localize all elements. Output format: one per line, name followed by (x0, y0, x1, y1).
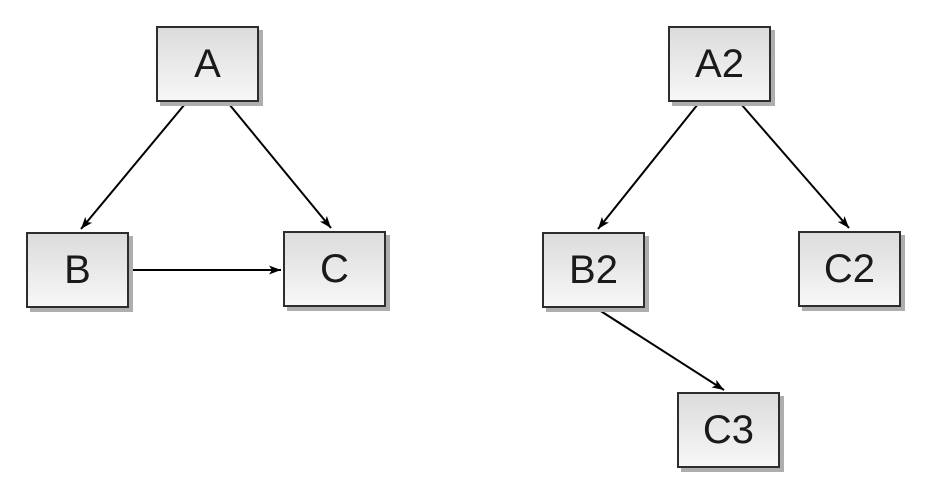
node-C-label: C (320, 247, 349, 291)
node-B2[interactable]: B2 (542, 232, 645, 308)
node-A-label: A (194, 42, 221, 86)
node-C2[interactable]: C2 (798, 231, 901, 307)
node-A[interactable]: A (156, 26, 259, 102)
node-C2-label: C2 (823, 247, 876, 291)
node-B[interactable]: B (26, 232, 129, 308)
node-C3-label: C3 (702, 408, 755, 452)
node-A2[interactable]: A2 (668, 26, 771, 102)
node-B-label: B (64, 248, 91, 292)
edge-A-C (228, 103, 332, 229)
edge-A2-C2 (740, 103, 850, 229)
node-C3[interactable]: C3 (677, 392, 780, 468)
node-B2-label: B2 (569, 248, 618, 292)
edge-A-B (80, 103, 186, 230)
node-C[interactable]: C (283, 231, 386, 307)
edge-B2-C3 (595, 307, 725, 391)
edge-A2-B2 (597, 103, 699, 230)
node-A2-label: A2 (695, 42, 744, 86)
